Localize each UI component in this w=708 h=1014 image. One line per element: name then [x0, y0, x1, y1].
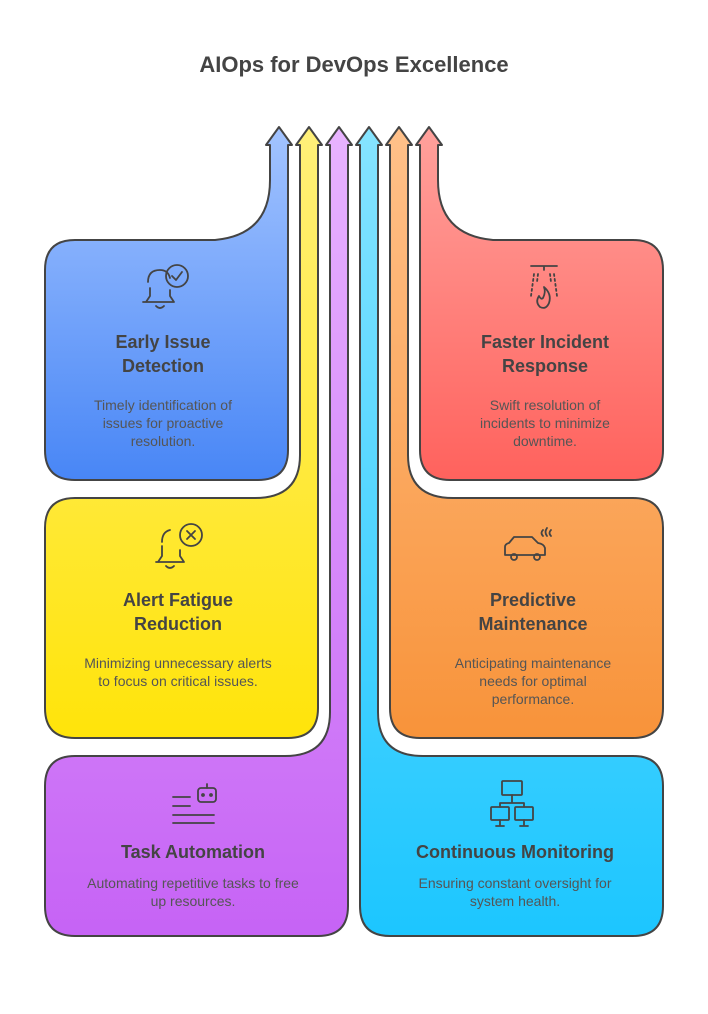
card-desc-line: Automating repetitive tasks to free — [87, 875, 299, 891]
diagram-title: AIOps for DevOps Excellence — [199, 52, 509, 77]
card-title-line: Early Issue — [115, 332, 211, 352]
network-monitors-icon — [490, 780, 534, 827]
robot-list-icon — [172, 783, 217, 824]
card-desc-line: to focus on critical issues. — [98, 673, 258, 689]
card-desc-line: performance. — [491, 691, 575, 707]
card-title-line: Alert Fatigue — [122, 590, 233, 610]
card-title-line: Response — [501, 356, 589, 376]
card-title-line: Reduction — [134, 614, 222, 634]
sprinkler-fire-icon — [530, 265, 558, 309]
card-title-line: Predictive — [489, 590, 577, 610]
card-title: Continuous Monitoring — [416, 842, 614, 862]
card-desc-line: Ensuring constant oversight for — [418, 875, 612, 891]
card-faster-incident-response — [415, 126, 664, 481]
bell-x-icon — [155, 523, 203, 569]
card-desc-line: Anticipating maintenance — [454, 655, 612, 671]
car-smoke-icon — [504, 527, 552, 561]
card-task-automation — [44, 126, 353, 937]
card-desc-line: incidents to minimize — [480, 415, 610, 431]
bell-check-icon — [142, 264, 189, 309]
card-continuous-monitoring — [355, 126, 664, 937]
card-early-issue-detection — [44, 126, 293, 481]
card-title: Task Automation — [120, 842, 265, 862]
card-title-line: Maintenance — [478, 614, 588, 634]
card-desc-line: up resources. — [150, 893, 236, 909]
card-text-continuous-monitoring: Continuous Monitoring Ensuring constant … — [377, 840, 653, 910]
card-desc-line: downtime. — [513, 433, 577, 449]
card-title-line: Faster Incident — [480, 332, 610, 352]
card-desc-line: Swift resolution of — [489, 397, 601, 413]
card-desc-line: system health. — [469, 893, 561, 909]
card-title-line: Detection — [121, 356, 204, 376]
card-desc-line: issues for proactive — [102, 415, 224, 431]
card-desc-line: needs for optimal — [479, 673, 587, 689]
card-text-task-automation: Task Automation Automating repetitive ta… — [55, 840, 331, 910]
card-predictive-maintenance — [385, 126, 664, 739]
card-desc-line: resolution. — [130, 433, 196, 449]
card-desc-line: Timely identification of — [94, 397, 232, 413]
card-alert-fatigue-reduction — [44, 126, 323, 739]
card-desc-line: Minimizing unnecessary alerts — [84, 655, 272, 671]
